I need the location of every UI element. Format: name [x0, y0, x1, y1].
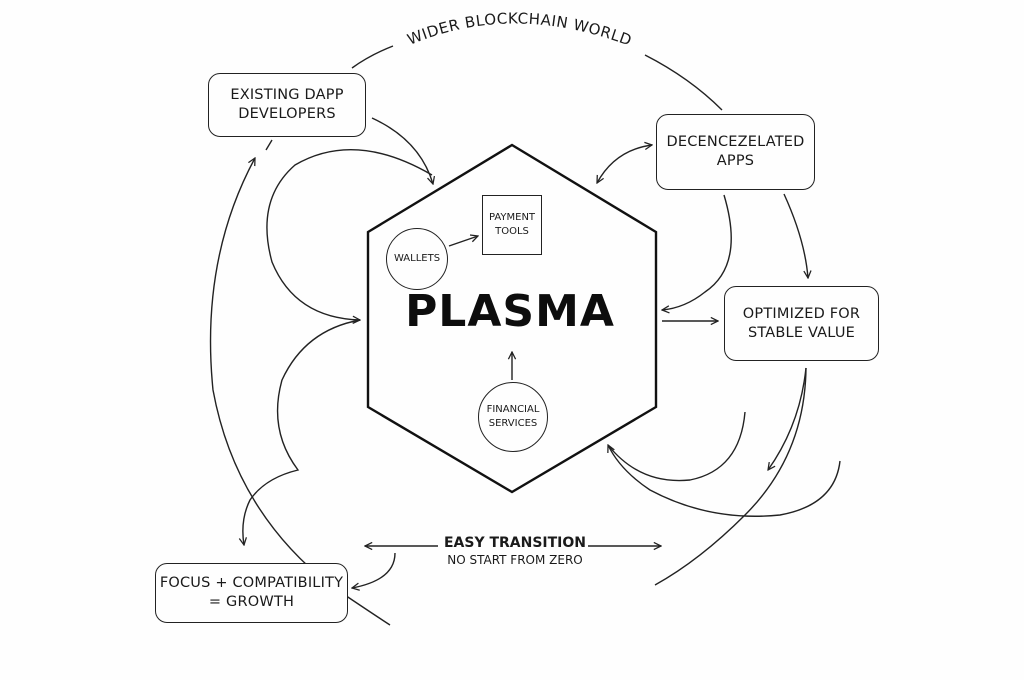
component-payment-tools-line1: PAYMENT [488, 212, 536, 223]
outer-circle-right [654, 367, 807, 586]
transition-title: EASY TRANSITION [443, 535, 587, 551]
node-stable-value-line2: STABLE VALUE [747, 324, 856, 341]
outer-circle-left [209, 158, 391, 626]
outer-circle-segment-dev [265, 139, 273, 151]
node-growth-line2: = GROWTH [208, 594, 295, 610]
node-decentralized-apps[interactable]: DECENCEZELATED APPS [656, 114, 815, 190]
node-stable-value-line1: OPTIMIZED FOR [742, 305, 861, 322]
component-payment-tools[interactable]: PAYMENT TOOLS [482, 195, 542, 255]
plasma-title: PLASMA [405, 286, 615, 337]
node-existing-developers-line1: EXISTING DAPP [230, 87, 344, 103]
arrow-developers-to-plasma [371, 117, 433, 184]
outer-world-label: WIDER BLOCKCHAIN WORLD [405, 9, 635, 49]
outer-circle-top-left [351, 45, 394, 69]
component-financial-services[interactable]: FINANCIAL SERVICES [478, 382, 548, 452]
arrow-wallets-to-payment [448, 236, 478, 247]
component-payment-tools-line2: TOOLS [495, 226, 529, 237]
component-financial-services-line1: FINANCIAL [486, 404, 540, 415]
node-growth-line1: FOCUS + COMPATIBILITY [159, 575, 344, 591]
component-wallets[interactable]: WALLETS [386, 228, 448, 290]
node-existing-developers-line2: DEVELOPERS [238, 106, 336, 122]
component-wallets-label: WALLETS [393, 253, 441, 264]
arrow-dapps-bidirectional [597, 145, 652, 183]
arrow-stable-down [768, 367, 807, 470]
loop-left-into-plasma [266, 149, 433, 320]
plasma-hexagon [366, 143, 658, 494]
arrow-dapps-to-plasma [662, 194, 732, 310]
outer-circle-top-right [644, 54, 723, 111]
node-stable-value[interactable]: OPTIMIZED FOR STABLE VALUE [724, 286, 879, 361]
loop-lower-left [243, 319, 361, 545]
transition-label: EASY TRANSITION NO START FROM ZERO [420, 535, 610, 567]
node-decentralized-apps-line1: DECENCEZELATED [666, 134, 805, 150]
return-arc-inner [607, 411, 746, 482]
node-decentralized-apps-line2: APPS [716, 153, 755, 169]
node-existing-developers[interactable]: EXISTING DAPP DEVELOPERS [208, 73, 366, 137]
arrow-dapps-to-stable [783, 193, 808, 278]
return-arc-outer [608, 445, 841, 517]
component-financial-services-line2: SERVICES [488, 418, 538, 429]
arrow-into-growth [352, 552, 396, 588]
outer-world-label-text: WIDER BLOCKCHAIN WORLD [405, 9, 634, 49]
transition-subtitle: NO START FROM ZERO [447, 553, 583, 567]
node-growth[interactable]: FOCUS + COMPATIBILITY = GROWTH [155, 563, 348, 623]
